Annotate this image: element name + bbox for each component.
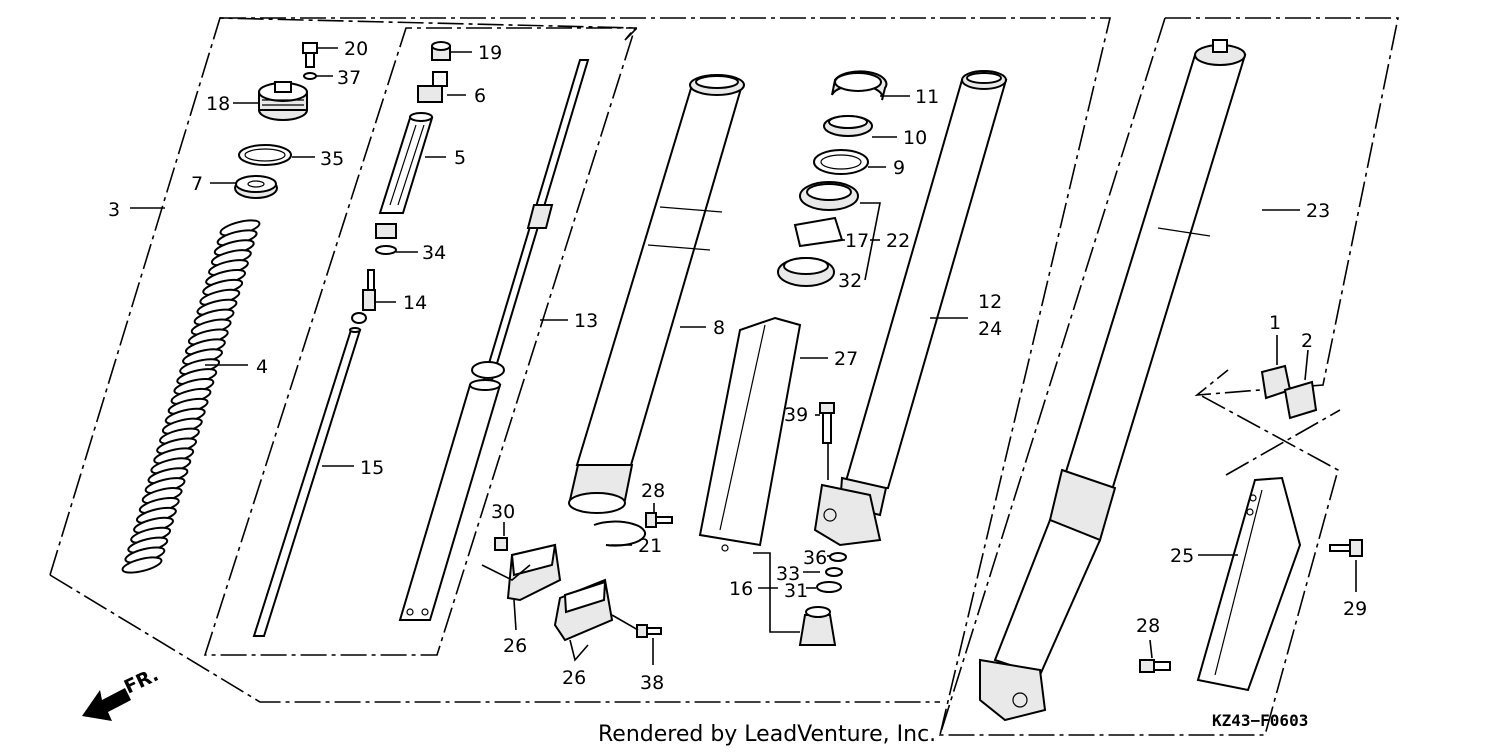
- washers-36: [825, 552, 847, 577]
- fork-guard-27: [698, 316, 802, 552]
- callout-35: 35: [320, 148, 344, 170]
- callout-17: 17: [845, 230, 869, 252]
- nut-6: [417, 71, 448, 103]
- outer-tube-8: [568, 74, 745, 514]
- rod-sleeve-5: [378, 112, 434, 214]
- callout-28-left: 28: [641, 480, 665, 502]
- callout-31: 31: [784, 580, 808, 602]
- callout-26-lower: 26: [562, 667, 586, 689]
- rod-piece-14: [351, 269, 376, 324]
- callout-1: 1: [1269, 312, 1281, 334]
- callout-24: 24: [978, 318, 1002, 340]
- clamp-2: [1283, 380, 1318, 420]
- bolt-39: [819, 402, 835, 444]
- bolt-29: [1329, 539, 1363, 557]
- damper-rod-13: [398, 59, 590, 621]
- bolt-28-left: [645, 512, 673, 528]
- fork-guard-25: [1196, 476, 1302, 692]
- callout-labels: 1 2 3 4 5 6 7 8 9 10 11 12 13 14 15 16 1…: [108, 38, 1367, 694]
- fork-assembly-23: [979, 39, 1247, 722]
- o-ring-35: [238, 144, 292, 166]
- callout-28-right: 28: [1136, 615, 1160, 637]
- group-outlines: [49, 17, 1399, 736]
- callout-37: 37: [337, 67, 361, 89]
- callout-18: 18: [206, 93, 230, 115]
- callout-8: 8: [713, 317, 725, 339]
- callout-29: 29: [1343, 598, 1367, 620]
- callout-32: 32: [838, 270, 862, 292]
- callout-2: 2: [1301, 330, 1313, 352]
- washer-9: [813, 149, 869, 175]
- callout-13: 13: [574, 310, 598, 332]
- callout-25: 25: [1170, 545, 1194, 567]
- front-direction-arrow: FR.: [82, 664, 162, 721]
- oil-seal-22: [799, 181, 859, 211]
- bushing-34: [375, 223, 397, 255]
- callout-19: 19: [478, 42, 502, 64]
- callout-33: 33: [776, 563, 800, 585]
- callout-10: 10: [903, 127, 927, 149]
- callout-22: 22: [886, 230, 910, 252]
- bolt-28-right: [1139, 659, 1171, 673]
- callout-21: 21: [638, 535, 662, 557]
- callout-7: 7: [191, 173, 203, 195]
- callout-27: 27: [834, 348, 858, 370]
- callout-26-upper: 26: [503, 635, 527, 657]
- fork-spring-4: [121, 219, 261, 574]
- clamp-26-upper: [506, 543, 562, 602]
- dust-seal-32: [777, 257, 835, 287]
- callout-38: 38: [640, 672, 664, 694]
- callout-3: 3: [108, 199, 120, 221]
- render-credit: Rendered by LeadVenture, Inc.: [598, 722, 937, 747]
- callout-11: 11: [915, 86, 939, 108]
- callout-30: 30: [491, 501, 515, 523]
- callout-12: 12: [978, 291, 1002, 313]
- callout-34: 34: [422, 242, 446, 264]
- ring-10: [823, 115, 873, 137]
- seal-17: [793, 216, 844, 248]
- bolt-20: [302, 42, 318, 80]
- callout-4: 4: [256, 356, 268, 378]
- callout-20: 20: [344, 38, 368, 60]
- leader-lines: [130, 47, 1357, 665]
- callout-16: 16: [729, 578, 753, 600]
- diagram-code: KZ43−F0603: [1212, 711, 1309, 730]
- adjuster-16: [798, 606, 837, 646]
- callout-36: 36: [803, 547, 827, 569]
- fr-label: FR.: [121, 664, 162, 699]
- callout-9: 9: [893, 157, 905, 179]
- bolt-38: [636, 624, 662, 638]
- callout-39: 39: [784, 404, 808, 426]
- callout-5: 5: [454, 147, 466, 169]
- clamp-26-lower: [553, 578, 614, 642]
- spring-seat-7: [234, 175, 278, 199]
- fork-cap-18: [258, 81, 308, 121]
- washer-31: [816, 581, 842, 593]
- callout-15: 15: [360, 457, 384, 479]
- stopper-ring-11: [831, 70, 888, 101]
- inner-tube-12: [813, 70, 1008, 547]
- fork-rod-15: [252, 327, 362, 637]
- callout-23: 23: [1306, 200, 1330, 222]
- nut-30: [494, 537, 508, 551]
- nut-19: [431, 41, 451, 61]
- callout-6: 6: [474, 85, 486, 107]
- callout-14: 14: [403, 292, 427, 314]
